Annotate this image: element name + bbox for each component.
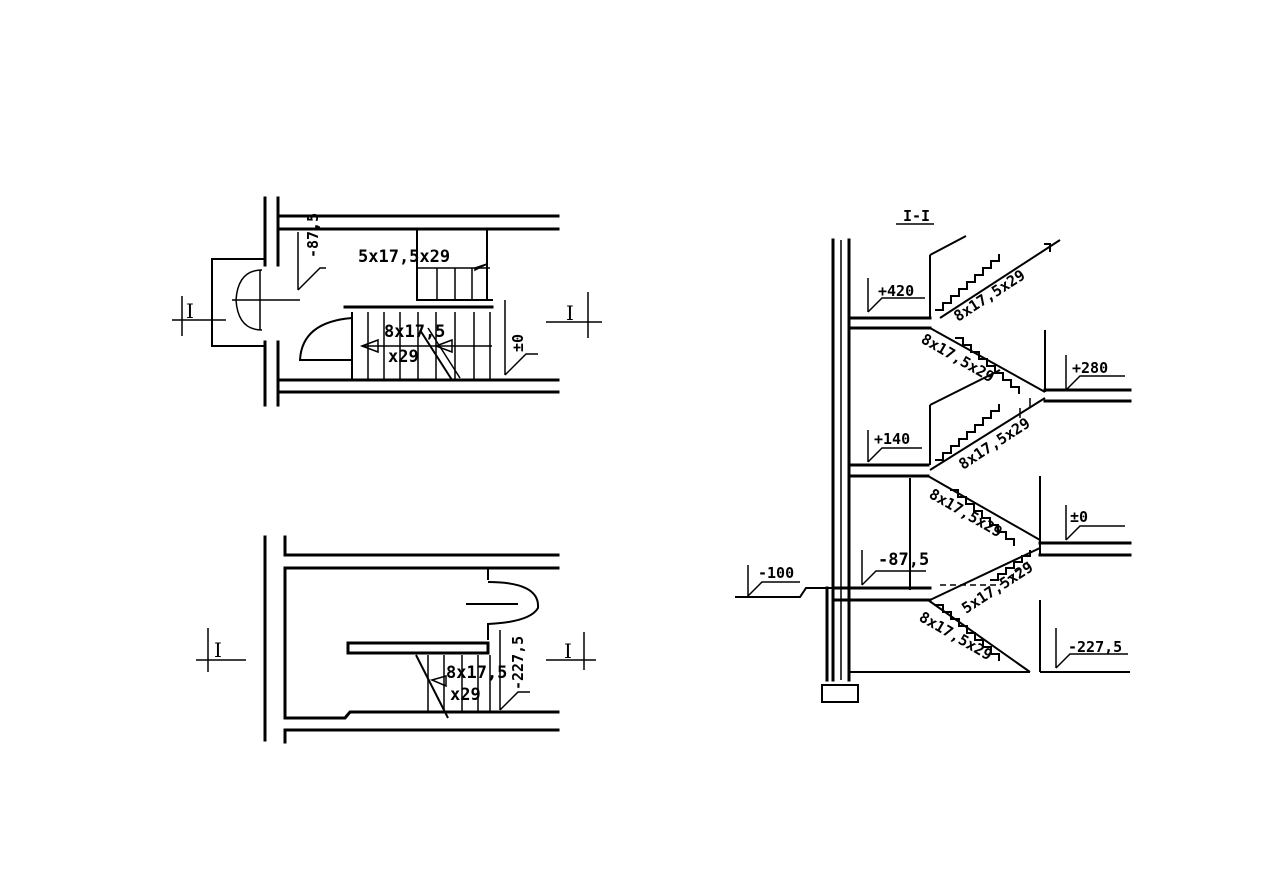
- section-mark-right: I: [566, 301, 574, 325]
- flight-lower-label-b: x29: [388, 347, 419, 367]
- flight-lower-label-a: 8x17,5: [384, 322, 445, 342]
- bottom-wall: [276, 378, 560, 394]
- level-marks: [747, 278, 1128, 669]
- basement-level-label: -227,5: [509, 636, 527, 690]
- level-label-m100: -100: [758, 564, 794, 582]
- level-label-m875: -87,5: [878, 550, 929, 570]
- basement-flight-label-b: x29: [450, 685, 481, 705]
- upper-plan: I I -87,5 5x17,5x29 8x17,5 x29: [172, 196, 602, 407]
- floor-level-label: ±0: [509, 334, 527, 352]
- slab-140: [847, 463, 930, 478]
- flight-label-3: 8x17,5x29: [955, 414, 1033, 473]
- section-title: I-I: [903, 207, 930, 225]
- top-wall-basement: [283, 553, 560, 570]
- bottom-wall-basement: [283, 710, 560, 732]
- section-mark-right-basement: I: [564, 639, 572, 663]
- floor-level-mark: [504, 300, 538, 376]
- outer-wall: [831, 238, 851, 682]
- left-wall: [263, 196, 280, 407]
- lower-plan: 8x17,5 x29 -227,5 I I: [196, 535, 596, 744]
- level-label-m2275: -227,5: [1068, 638, 1122, 656]
- basement-door-swing: [487, 581, 540, 640]
- section-cut-right-basement: [546, 632, 596, 670]
- basement-door-leaf: [466, 568, 518, 605]
- level-label-0: ±0: [1070, 508, 1088, 526]
- flight-upper-label: 5x17,5x29: [358, 247, 450, 267]
- level-label-280: +280: [1072, 359, 1108, 377]
- slab-420: [847, 316, 932, 330]
- level-label-420: +420: [878, 282, 914, 300]
- slab-0: [1038, 541, 1132, 557]
- section-mark-left: I: [186, 299, 194, 323]
- basement-level-mark: [499, 630, 530, 711]
- flight-label-5: 5x17,5x29: [958, 558, 1036, 617]
- landing-level-label: -87,5: [304, 213, 322, 258]
- basement-landing: [346, 641, 490, 655]
- section-cut-right: [546, 292, 602, 338]
- basement-flight: [415, 654, 491, 719]
- section-view: I-I: [735, 207, 1132, 703]
- basement-flight-label-a: 8x17,5: [446, 663, 507, 683]
- slab-m875: [834, 586, 932, 602]
- section-mark-left-basement: I: [214, 638, 222, 662]
- vestibule: [211, 258, 265, 347]
- landing-level-mark: [297, 232, 326, 291]
- foundation-footing: [821, 684, 859, 703]
- section-cut-left-basement: [196, 628, 246, 672]
- flight-label-1: 8x17,5x29: [950, 266, 1028, 325]
- upper-flight: [416, 229, 493, 301]
- double-door: [232, 269, 300, 331]
- stair-steps: [935, 243, 1051, 661]
- slab-280: [1043, 388, 1132, 403]
- section-cut-left: [172, 296, 226, 336]
- curved-door: [298, 317, 353, 361]
- ground-line: [735, 587, 833, 598]
- lower-flight: [359, 312, 492, 381]
- flight-label-6: 8x17,5x29: [916, 608, 995, 664]
- level-label-140: +140: [874, 430, 910, 448]
